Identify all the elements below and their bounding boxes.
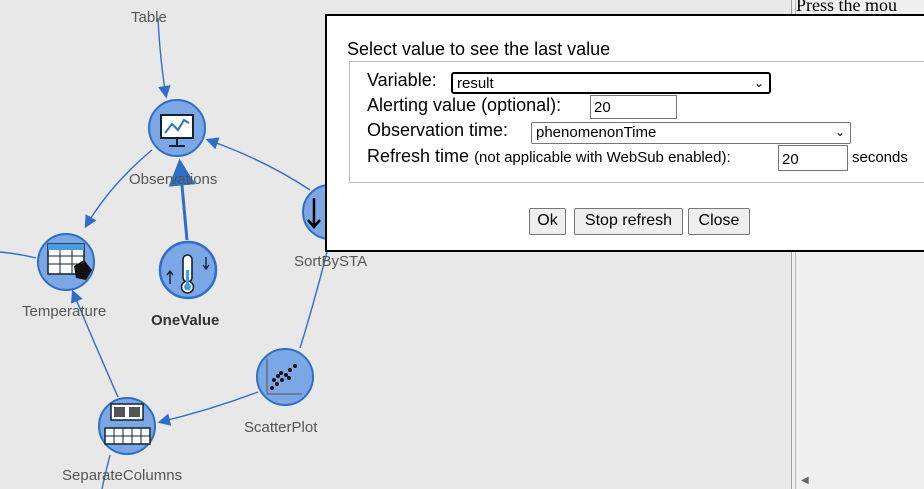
- chevron-down-icon: ⌄: [834, 125, 845, 139]
- edge-sortbysta-observations: [205, 137, 311, 191]
- dialog-title: Select value to see the last value: [347, 39, 611, 59]
- variable-row: Variable:: [367, 70, 437, 91]
- node-scatterplot[interactable]: [256, 348, 314, 406]
- node-label-separatecolumns: SeparateColumns: [62, 467, 182, 484]
- scatter-plot-icon: [266, 359, 302, 395]
- refresh-time-note: (not applicable with WebSub enabled):: [474, 149, 731, 166]
- dialog-fieldset: Variable: result ⌄ Alerting value (optio…: [349, 61, 924, 183]
- edge-observations-temperature: [84, 149, 153, 229]
- scroll-left-icon[interactable]: ◀: [801, 475, 809, 486]
- edge-separatecolumns-bottom: [101, 454, 111, 489]
- alerting-label: Alerting value (optional):: [367, 95, 562, 115]
- node-separatecolumns[interactable]: [98, 397, 156, 455]
- sort-arrow-icon: [307, 198, 321, 229]
- node-label-scatterplot: ScatterPlot: [244, 419, 318, 436]
- edge-separatecolumns-temperature: [71, 289, 119, 398]
- last-value-dialog: Select value to see the last value Varia…: [325, 14, 924, 252]
- edge-table-observations: [157, 17, 171, 99]
- refresh-time-value: 20: [782, 151, 799, 168]
- variable-select[interactable]: result ⌄: [451, 72, 771, 94]
- monitor-chart-icon: [160, 114, 194, 147]
- side-panel-text: Press the mou: [796, 0, 897, 15]
- refresh-unit: seconds: [852, 149, 908, 166]
- edge-sortbysta-scatterplot: [299, 239, 331, 349]
- node-label-table: Table: [131, 9, 167, 26]
- refresh-time-row: Refresh time (not applicable with WebSub…: [367, 146, 731, 167]
- observation-time-select-value: phenomenonTime: [536, 124, 657, 141]
- thermometer-icon: [166, 254, 210, 294]
- node-temperature[interactable]: [37, 233, 95, 291]
- node-label-onevalue: OneValue: [151, 312, 219, 329]
- refresh-time-input[interactable]: 20: [778, 145, 848, 171]
- node-label-temperature: Temperature: [22, 303, 106, 320]
- close-button[interactable]: Close: [688, 208, 750, 235]
- observation-time-row: Observation time:: [367, 120, 508, 141]
- alerting-value-text: 20: [594, 99, 611, 116]
- node-onevalue[interactable]: [158, 240, 218, 300]
- ok-button[interactable]: Ok: [529, 208, 566, 235]
- table-hand-icon: [47, 243, 92, 280]
- variable-label: Variable:: [367, 70, 437, 90]
- edge-left-temperature: [0, 251, 37, 259]
- chevron-down-icon: ⌄: [753, 76, 764, 90]
- edge-scatterplot-separatecolumns: [157, 391, 259, 426]
- node-observations[interactable]: [148, 99, 206, 157]
- variable-select-value: result: [457, 75, 494, 92]
- separate-columns-icon: [104, 403, 151, 445]
- node-label-observations: Observations: [129, 171, 217, 188]
- observation-time-label: Observation time:: [367, 120, 509, 140]
- stop-refresh-button[interactable]: Stop refresh: [574, 208, 683, 235]
- workflow-edges: [0, 17, 331, 489]
- edge-onevalue-observations: [168, 158, 196, 241]
- node-label-sortbysta: SortBySTA: [294, 253, 367, 270]
- alerting-value-input[interactable]: 20: [590, 95, 677, 119]
- observation-time-select[interactable]: phenomenonTime ⌄: [531, 122, 851, 144]
- refresh-time-label: Refresh time: [367, 146, 470, 166]
- alerting-row: Alerting value (optional):: [367, 95, 561, 116]
